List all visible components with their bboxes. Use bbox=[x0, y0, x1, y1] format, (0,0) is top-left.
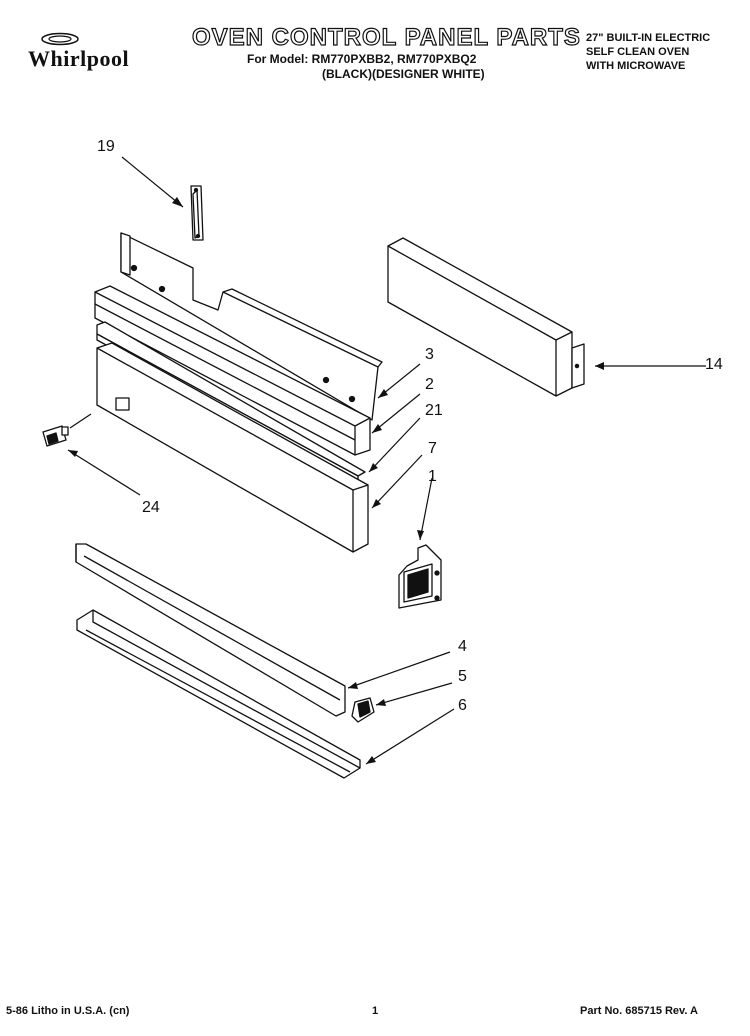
model-numbers: For Model: RM770PXBB2, RM770PXBQ2 bbox=[247, 52, 477, 66]
callout-6: 6 bbox=[458, 697, 467, 714]
part-2-channel bbox=[94, 285, 371, 456]
callout-14: 14 bbox=[705, 356, 723, 373]
part-7-control-panel bbox=[96, 342, 369, 553]
callout-21: 21 bbox=[425, 402, 443, 419]
part-19-bracket bbox=[190, 185, 204, 241]
footer-part-number: Part No. 685715 Rev. A bbox=[580, 1005, 699, 1017]
part-14-side-box bbox=[387, 237, 585, 397]
callout-2: 2 bbox=[425, 376, 434, 393]
product-line-2: SELF CLEAN OVEN bbox=[586, 46, 690, 58]
part-3-mounting-panel bbox=[120, 232, 383, 421]
product-line-1: 27" BUILT-IN ELECTRIC bbox=[586, 32, 711, 44]
leader-lines bbox=[67, 156, 706, 765]
leader-arrowheads bbox=[68, 197, 604, 764]
whirlpool-logo: Whirlpool bbox=[28, 32, 168, 72]
footer-litho: 5-86 Litho in U.S.A. (cn) bbox=[6, 1005, 130, 1017]
product-line-3: WITH MICROWAVE bbox=[586, 60, 686, 72]
callout-24: 24 bbox=[142, 499, 160, 516]
part-4-lower-trim bbox=[75, 543, 346, 717]
callout-7: 7 bbox=[428, 440, 437, 457]
callout-1: 1 bbox=[428, 468, 437, 485]
part-6-bottom-trim bbox=[76, 609, 361, 779]
product-description: 27" BUILT-IN ELECTRIC SELF CLEAN OVEN WI… bbox=[586, 31, 710, 73]
part-5-end-cap bbox=[351, 697, 375, 723]
brand-name: Whirlpool bbox=[28, 46, 130, 71]
footer-page-number: 1 bbox=[372, 1005, 379, 1017]
callout-4: 4 bbox=[458, 638, 467, 655]
callout-3: 3 bbox=[425, 346, 434, 363]
part-1-bracket bbox=[398, 544, 442, 609]
page-title: OVEN CONTROL PANEL PARTS bbox=[191, 23, 581, 51]
part-24-connector bbox=[42, 425, 69, 447]
callout-5: 5 bbox=[458, 668, 467, 685]
model-colors: (BLACK)(DESIGNER WHITE) bbox=[322, 67, 485, 81]
logo-swirl-icon bbox=[41, 32, 79, 46]
callout-19: 19 bbox=[97, 138, 115, 155]
